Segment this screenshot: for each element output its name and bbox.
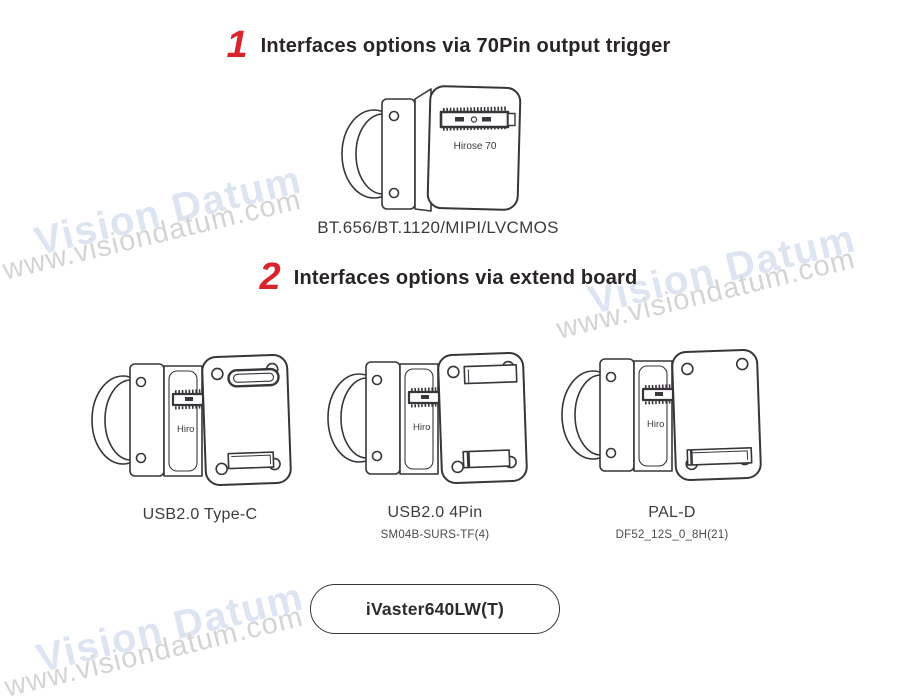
camera-body	[414, 88, 432, 212]
section-2-header: 2 Interfaces options via extend board	[0, 256, 897, 298]
watermark-url-text: www.visiondatum.com	[1, 600, 307, 697]
side-connector	[171, 389, 205, 410]
camera-front-plate	[599, 358, 635, 472]
camera-usb-type-c-caption: USB2.0 Type-C	[142, 506, 258, 523]
bottom-slot	[227, 451, 275, 470]
extend-board	[437, 352, 528, 484]
camera-front-plate	[365, 361, 401, 475]
usb-4pin-port	[463, 363, 518, 385]
watermark-url-text: www.visiondatum.com	[553, 242, 859, 346]
camera-pal-d-illustration: Hiro	[561, 349, 762, 481]
hirose70-connector-label: Hirose 70	[454, 141, 497, 152]
extend-board	[201, 354, 292, 486]
pal-d-port	[686, 446, 753, 466]
section-1-number: 1	[226, 24, 248, 66]
camera-body	[163, 365, 203, 477]
product-model-label: iVaster640LW(T)	[365, 598, 505, 619]
camera-pal-d-caption: PAL-D	[648, 504, 696, 521]
camera-hirose70-caption: BT.656/BT.1120/MIPI/LVCMOS	[317, 218, 559, 237]
bottom-slot	[462, 449, 511, 469]
connector-label: Hiro	[647, 419, 664, 430]
camera-usb-4pin-part-number: SM04B-SURS-TF(4)	[380, 529, 490, 541]
section-1-header: 1 Interfaces options via 70Pin output tr…	[0, 24, 897, 66]
camera-usb-4pin-illustration: Hiro	[327, 352, 528, 484]
connector-label: Hiro	[177, 424, 194, 435]
product-model-badge: iVaster640LW(T)	[310, 584, 560, 634]
section-1-title: Interfaces options via 70Pin output trig…	[260, 35, 671, 57]
camera-body	[633, 360, 673, 472]
side-connector	[407, 387, 441, 408]
watermark: Vision Datum www.visiondatum.com	[0, 575, 311, 697]
camera-front-plate	[129, 363, 165, 477]
extend-board	[671, 349, 762, 481]
camera-body	[399, 363, 439, 475]
camera-front-plate	[381, 98, 416, 210]
camera-usb-type-c-illustration: Hiro	[91, 354, 292, 486]
camera-hirose70-illustration: Hirose 70	[341, 85, 522, 212]
hirose70-connector	[439, 106, 516, 131]
usb-type-c-port	[227, 367, 280, 388]
side-connector	[641, 384, 675, 405]
watermark-brand-text: Vision Datum	[32, 574, 308, 682]
section-2-number: 2	[259, 256, 281, 298]
section-2-title: Interfaces options via extend board	[293, 267, 638, 289]
connector-label: Hiro	[413, 422, 430, 433]
camera-usb-4pin-caption: USB2.0 4Pin	[387, 504, 483, 521]
camera-pal-d-part-number: DF52_12S_0_8H(21)	[615, 529, 729, 541]
